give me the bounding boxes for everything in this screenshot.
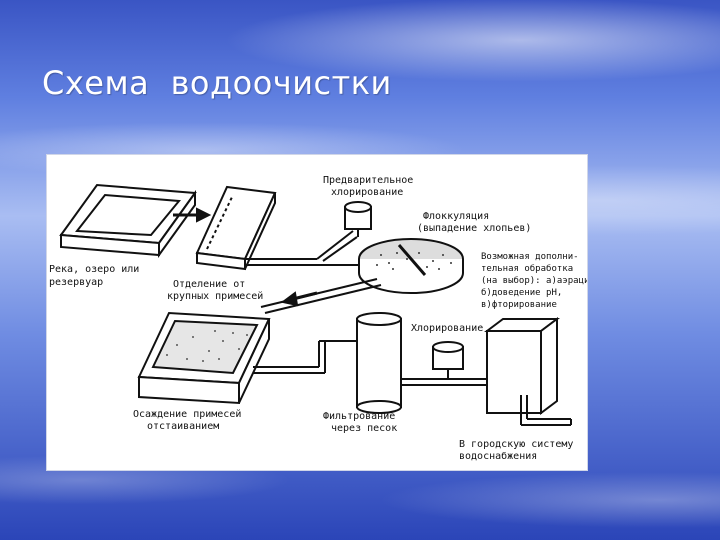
label-chlorination: Хлорирование <box>411 323 483 334</box>
flow-arrow-1 <box>173 207 212 223</box>
water-treatment-diagram: Река, озеро или резервуар Отделение от к… <box>49 175 587 462</box>
label-source: Река, озеро или резервуар <box>49 264 145 288</box>
extra-treatment-box <box>484 317 560 415</box>
flocculation-dots <box>376 252 452 270</box>
label-flocculation: Флоккуляция (выпадение хлопьев) <box>417 211 531 234</box>
coarse-removal-tank <box>195 185 277 271</box>
flocculation-basin <box>358 238 464 294</box>
label-city-supply: В городскую систему водоснабжения <box>459 439 579 462</box>
prechlorination-tank <box>344 201 372 237</box>
sand-filter-column <box>356 312 402 414</box>
pipe-to-filter <box>253 340 357 374</box>
outlet-pipe <box>520 395 572 426</box>
reservoir-basin <box>59 183 197 259</box>
pipe-to-flocculation <box>245 230 363 266</box>
sedimentation-tank <box>137 311 271 405</box>
label-sand-filtration: Фильтрование через песок <box>323 411 401 434</box>
label-prechlorination: Предварительное хлорирование <box>323 175 419 198</box>
label-coarse-removal: Отделение от крупных примесей <box>167 279 263 302</box>
label-extra-treatment: Возможная дополни- тельная обработка (на… <box>481 252 587 310</box>
chlorination-tank <box>401 341 487 386</box>
pipe-to-sedimentation <box>260 278 382 314</box>
sedimentation-dots <box>166 330 248 362</box>
label-sedimentation: Осаждение примесей отстаиванием <box>133 408 247 432</box>
slide-title: Схема водоочистки <box>42 64 392 102</box>
diagram-panel: Река, озеро или резервуар Отделение от к… <box>46 154 588 471</box>
